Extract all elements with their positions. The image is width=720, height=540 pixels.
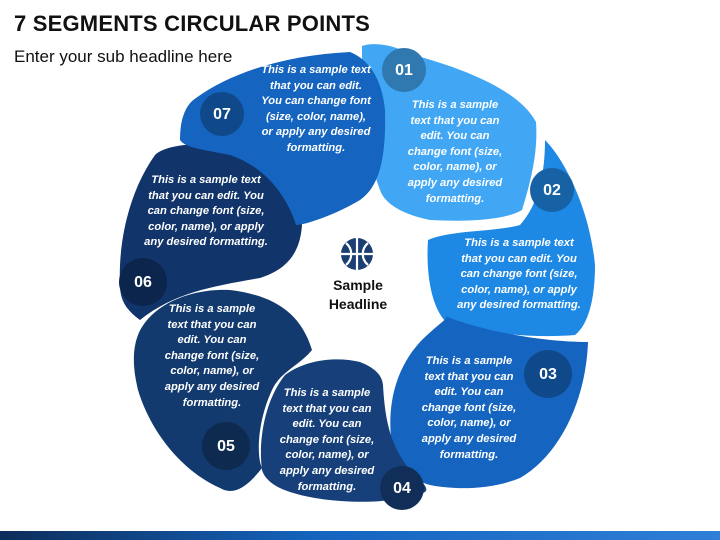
center-headline-line2: Headline <box>328 296 388 312</box>
segment-01-text: This is a sample text that you can edit.… <box>407 99 503 205</box>
segment-03-text: This is a sample text that you can edit.… <box>421 355 517 461</box>
segment-05 <box>133 289 312 491</box>
segment-01 <box>362 44 537 221</box>
segment-02-text: This is a sample text that you can edit.… <box>457 237 581 312</box>
segment-05-badge <box>202 422 250 470</box>
segment-06 <box>119 144 303 320</box>
segment-04 <box>260 359 427 510</box>
segment-04-badge <box>380 466 424 510</box>
segment-01-badge <box>382 48 426 92</box>
segment-07-number: 07 <box>213 106 231 123</box>
segment-06-number: 06 <box>134 274 152 291</box>
segment-05-text: This is a sample text that you can edit.… <box>164 303 260 409</box>
slide-subtitle: Enter your sub headline here <box>14 47 233 66</box>
segment-02 <box>427 140 595 337</box>
center-headline: Sample Headline <box>300 276 416 314</box>
segment-02-badge <box>530 168 574 212</box>
footer-bar <box>0 531 720 540</box>
segment-03-badge <box>524 350 572 398</box>
segment-06-text: This is a sample text that you can edit.… <box>144 174 268 249</box>
segment-04-number: 04 <box>393 480 411 497</box>
basketball-icon <box>341 238 373 270</box>
segment-07 <box>180 52 386 225</box>
segment-07-text: This is a sample text that you can edit.… <box>261 64 371 154</box>
segment-03-number: 03 <box>539 366 557 383</box>
segment-06-badge <box>119 258 167 306</box>
slide-title: 7 SEGMENTS CIRCULAR POINTS <box>14 11 371 36</box>
segment-02-number: 02 <box>543 182 561 199</box>
center-headline-line1: Sample <box>333 277 383 293</box>
segment-03 <box>390 316 588 489</box>
segment-05-number: 05 <box>217 438 235 455</box>
segment-04-text: This is a sample text that you can edit.… <box>279 387 375 493</box>
segment-01-number: 01 <box>395 62 413 79</box>
segment-07-badge <box>200 92 244 136</box>
